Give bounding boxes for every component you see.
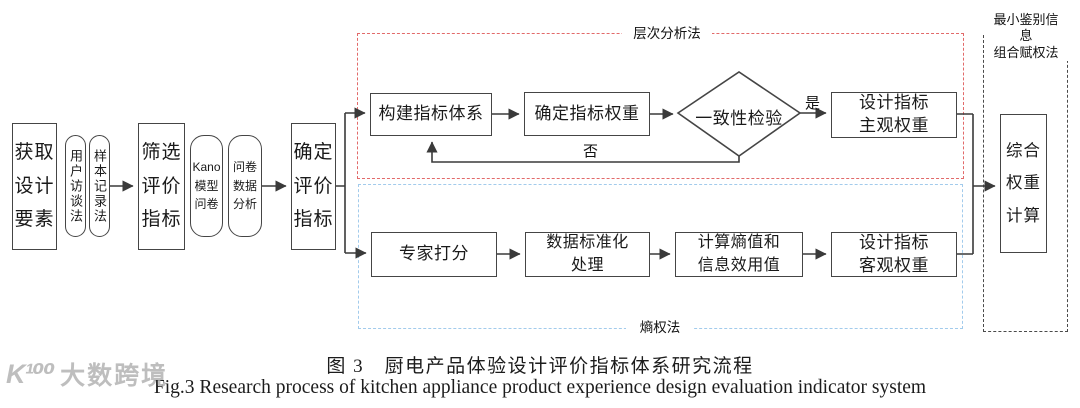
node-expert-scoring: 专家打分 <box>371 232 497 277</box>
watermark-logo-icon: K¹⁰⁰ <box>6 358 55 389</box>
node-user-interview-method: 用户访谈法 <box>65 135 86 237</box>
node-subjective-weight: 设计指标 主观权重 <box>831 92 957 138</box>
node-questionnaire-data-analysis: 问卷 数据 分析 <box>228 135 262 237</box>
node-comprehensive-weight-calc: 综合 权重 计算 <box>1000 114 1047 253</box>
figure-caption-en: Fig.3 Research process of kitchen applia… <box>153 377 927 398</box>
node-sample-record-method: 样本记录法 <box>89 135 110 237</box>
node-kano-model-questionnaire: Kano 模型 问卷 <box>190 135 223 237</box>
node-data-standardization: 数据标准化 处理 <box>525 232 650 277</box>
pill-user-label: 用户访谈法 <box>68 148 83 224</box>
pill-sample-label: 样本记录法 <box>92 148 107 224</box>
node-filter-evaluation-indicators: 筛选 评价 指标 <box>138 123 185 250</box>
watermark-text: 大数跨境 <box>60 362 169 390</box>
decision-no-label: 否 <box>583 143 599 160</box>
node-entropy-utility-calc: 计算熵值和 信息效用值 <box>675 232 803 277</box>
node-determine-indicator-weight: 确定指标权重 <box>524 92 650 136</box>
node-objective-weight: 设计指标 客观权重 <box>831 232 957 277</box>
node-consistency-check-label: 一致性检验 <box>695 109 783 128</box>
node-build-indicator-system: 构建指标体系 <box>370 93 492 136</box>
combine-group-label: 最小鉴别信息 组合赋权法 <box>984 12 1068 61</box>
ahp-group-label: 层次分析法 <box>622 26 712 43</box>
decision-yes-label: 是 <box>805 95 821 112</box>
node-confirm-evaluation-indicators: 确定 评价 指标 <box>291 123 336 250</box>
figure-caption-zh: 图 3 厨电产品体验设计评价指标体系研究流程 <box>326 356 754 377</box>
node-acquire-design-elements: 获取 设计 要素 <box>12 123 57 250</box>
watermark: K¹⁰⁰ 大数跨境 <box>6 356 168 392</box>
entropy-group-label: 熵权法 <box>626 320 694 337</box>
